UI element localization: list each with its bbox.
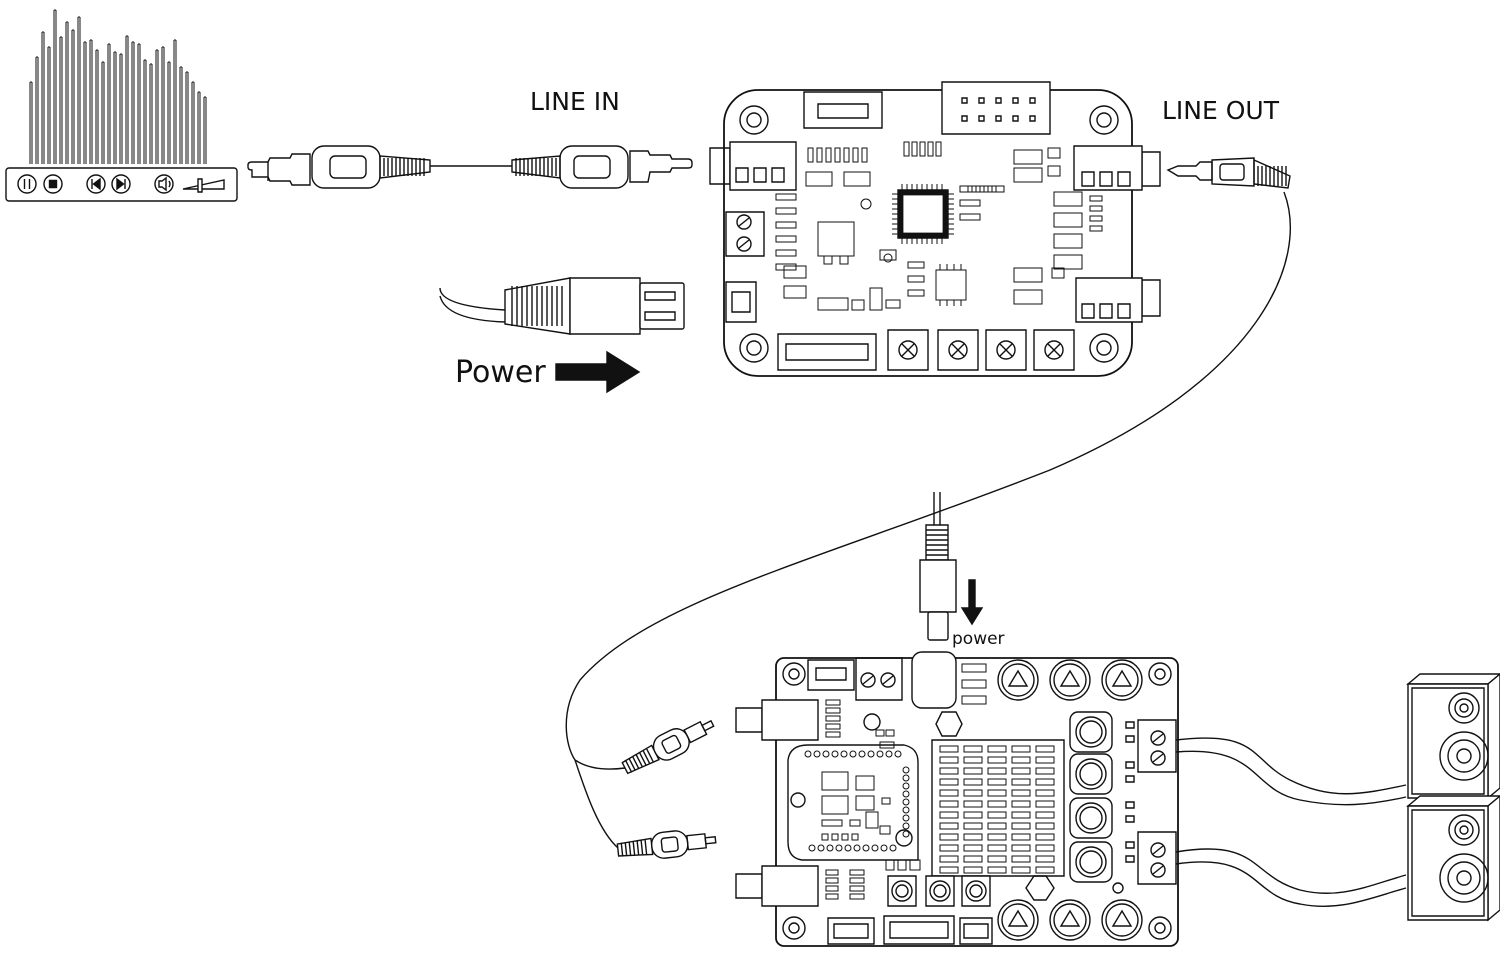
volume-icon <box>155 175 173 193</box>
line-out-plug <box>1168 158 1290 188</box>
equalizer-bars <box>30 10 206 164</box>
dc-barrel-plug-icon <box>920 492 956 640</box>
line-in-jack <box>710 142 796 190</box>
control-buttons <box>888 876 990 906</box>
speaker-wires <box>1176 738 1406 906</box>
power-arrow <box>556 352 639 392</box>
amplifier-board <box>736 652 1178 946</box>
next-icon <box>112 175 130 193</box>
line-in-cable <box>248 146 692 188</box>
speaker-icon <box>1408 796 1500 920</box>
line-in-label: LINE IN <box>530 87 620 116</box>
line-out-jack <box>1074 146 1160 190</box>
media-player-icon <box>6 10 237 201</box>
signal-cable <box>566 192 1290 769</box>
bluetooth-module <box>788 745 918 860</box>
jack-plug-right <box>512 146 692 188</box>
heatsink <box>932 740 1064 876</box>
micro-usb-plug-icon <box>440 278 684 334</box>
pause-icon <box>18 175 36 193</box>
potentiometers <box>888 330 1074 370</box>
volume-slider <box>183 179 224 192</box>
signal-cable-branch <box>575 760 618 848</box>
line-out-label: LINE OUT <box>1162 96 1280 125</box>
speaker-icon <box>1408 674 1500 798</box>
stop-icon <box>44 175 62 193</box>
power-small-label: power <box>952 629 1005 649</box>
receiver-board <box>710 82 1160 376</box>
mounting-holes <box>783 663 1171 939</box>
aux-jack <box>1076 278 1160 322</box>
rca-plug-icon <box>617 712 719 863</box>
power-label: Power <box>455 355 546 390</box>
previous-icon <box>87 175 105 193</box>
mounting-holes <box>740 106 1118 362</box>
power-down-arrow <box>962 580 982 624</box>
mcu-chip <box>892 184 954 244</box>
jack-plug-left <box>248 146 430 188</box>
